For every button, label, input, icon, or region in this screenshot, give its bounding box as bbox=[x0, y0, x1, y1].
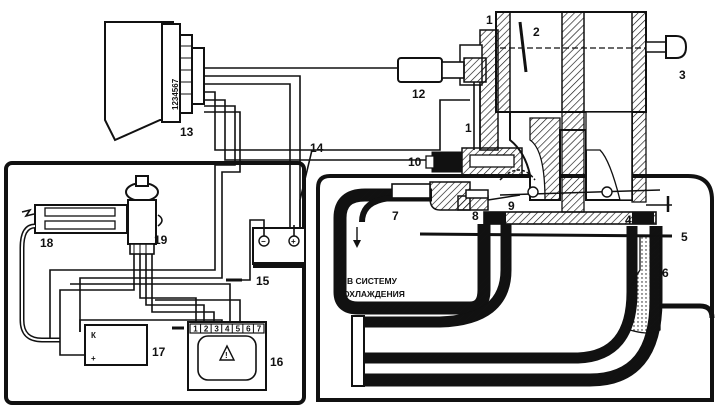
label-4: 4 bbox=[625, 213, 632, 227]
ecu-pin-6: 6 bbox=[246, 325, 251, 334]
label-2: 2 bbox=[533, 25, 540, 39]
label-6: 6 bbox=[662, 266, 669, 280]
label-13: 13 bbox=[180, 125, 194, 139]
wiring-left bbox=[59, 254, 241, 340]
label-17: 17 bbox=[152, 345, 166, 359]
chamber-6 bbox=[626, 235, 715, 334]
label-19: 19 bbox=[154, 233, 168, 247]
connector13-pin-numbers: 1234567 bbox=[171, 78, 180, 110]
label-12: 12 bbox=[412, 87, 426, 101]
ecu-pin-7: 7 bbox=[257, 325, 262, 334]
ecu-pin-2: 2 bbox=[204, 325, 209, 334]
connector-13: 1234567 bbox=[104, 21, 205, 142]
ecu-pin-4: 4 bbox=[225, 325, 230, 334]
ecu-pin-3: 3 bbox=[214, 325, 219, 334]
label-1-mid: 1 bbox=[465, 121, 472, 135]
ecu-16: ! bbox=[172, 321, 267, 391]
battery-plus-sign: + bbox=[291, 237, 296, 246]
sensor-12 bbox=[397, 57, 487, 150]
label-10: 10 bbox=[408, 155, 422, 169]
label-14: 14 bbox=[310, 141, 324, 155]
label-7: 7 bbox=[392, 209, 399, 223]
label-18: 18 bbox=[40, 236, 54, 250]
label-5: 5 bbox=[681, 230, 688, 244]
knob-3 bbox=[645, 35, 688, 59]
cooling-caption-line1: В СИСТЕМУ bbox=[347, 276, 398, 286]
right-panel-frame bbox=[316, 174, 714, 402]
carburetor bbox=[419, 11, 688, 238]
ignition-coil-17: К + bbox=[59, 324, 148, 366]
ecu-pin-strip bbox=[189, 323, 265, 334]
coil-k-terminal: К bbox=[91, 331, 96, 340]
coil-plus-terminal: + bbox=[91, 354, 96, 363]
label-15: 15 bbox=[256, 274, 270, 288]
label-8: 8 bbox=[472, 209, 479, 223]
label-1-top: 1 bbox=[486, 13, 493, 27]
left-panel-frame bbox=[4, 161, 306, 405]
label-3: 3 bbox=[679, 68, 686, 82]
battery-minus-sign: − bbox=[261, 237, 266, 246]
label-9: 9 bbox=[508, 199, 515, 213]
label-16: 16 bbox=[270, 355, 284, 369]
solenoid-10 bbox=[425, 147, 523, 177]
throttle-axis bbox=[499, 189, 661, 196]
battery-15: − + bbox=[226, 219, 306, 282]
cooling-caption-line2: ОХЛАЖДЕНИЯ bbox=[343, 289, 405, 299]
svg-text:!: ! bbox=[225, 351, 228, 360]
ecu-pin-1: 1 bbox=[193, 325, 198, 334]
ecu-pin-5: 5 bbox=[236, 325, 241, 334]
spark-plug-18 bbox=[19, 204, 128, 343]
air-damper bbox=[518, 21, 528, 73]
